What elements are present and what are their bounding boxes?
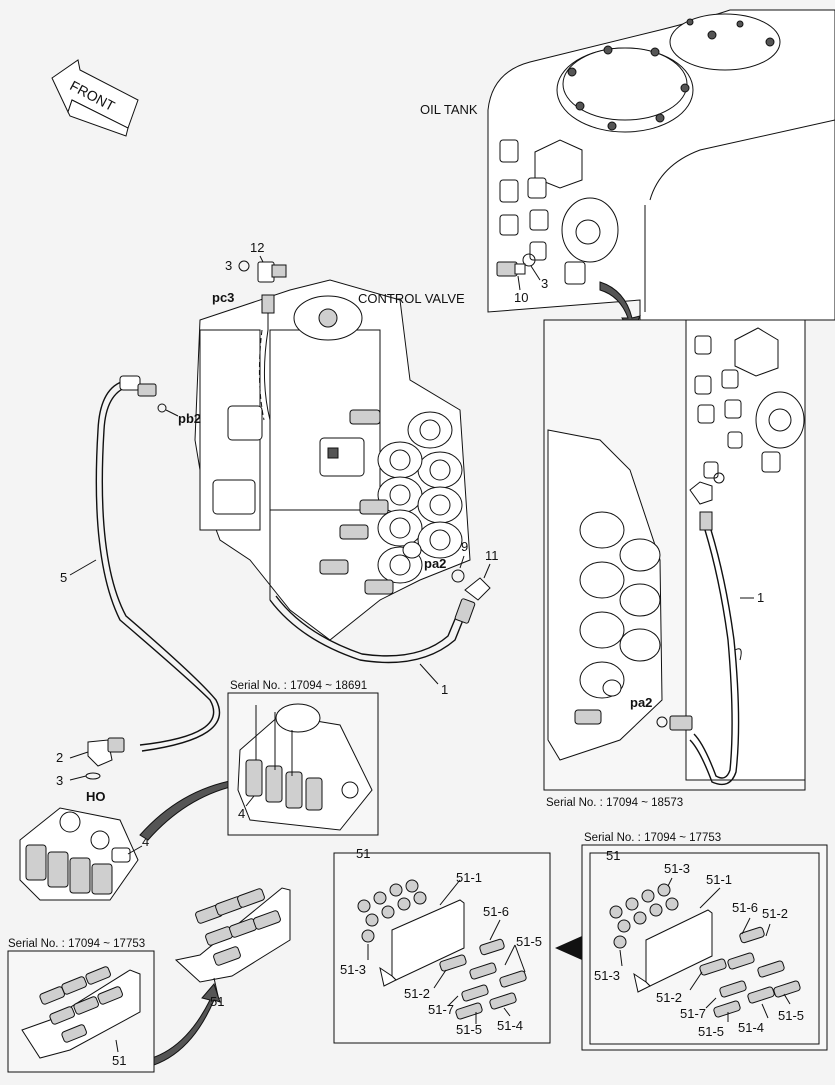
serial-inset-valve: Serial No. : 17094 ~ 18691 <box>230 680 367 692</box>
box-b-label-10: 51-5 <box>778 1008 804 1023</box>
callout-51-middle: 51 <box>210 994 224 1009</box>
valve-spools <box>377 411 463 584</box>
box-a-label-6: 51-7 <box>428 1002 454 1017</box>
port-pb2: pb2 <box>178 411 201 426</box>
callout-1-inset: 1 <box>757 590 764 605</box>
control-valve-label: CONTROL VALVE <box>358 291 465 306</box>
elbow-2: 2 3 HO <box>56 737 125 804</box>
box-a-label-1: 51-1 <box>456 870 482 885</box>
box-b-label-8: 51-5 <box>698 1024 724 1039</box>
oil-tank: OIL TANK <box>420 9 835 321</box>
box-b-label-9: 51-4 <box>738 1020 764 1035</box>
port-pa2-main: pa2 <box>424 556 446 571</box>
callout-4-main: 4 <box>142 834 149 849</box>
callout-4-inset: 4 <box>238 806 245 821</box>
control-valve: CONTROL VALVE pa2 <box>194 279 471 641</box>
box-b-label-5: 51-3 <box>594 968 620 983</box>
callout-3-top: 3 <box>225 258 232 273</box>
callout-2: 2 <box>56 750 63 765</box>
box-a-label-7: 51-5 <box>456 1022 482 1037</box>
box-b-nuts <box>609 883 679 949</box>
front-arrow: FRONT <box>51 59 139 137</box>
tank-fitting: 10 3 <box>496 253 548 305</box>
callout-9: 9 <box>461 539 468 554</box>
box-b-label-7: 51-7 <box>680 1006 706 1021</box>
callout-3-bottom: 3 <box>56 773 63 788</box>
box-b-manifold-51: Serial No. : 17094 ~ 17753 51 <box>581 832 828 1051</box>
box-a-label-5: 51-2 <box>404 986 430 1001</box>
box-a-label-3: 51-5 <box>516 934 542 949</box>
box-b-label-1: 51-3 <box>664 861 690 876</box>
box-b-label-2: 51-1 <box>706 872 732 887</box>
callout-51-left: 51 <box>112 1053 126 1068</box>
inset-valve-serial-18691: Serial No. : 17094 ~ 18691 4 <box>227 680 379 836</box>
box-a-manifold-51: 51 51-1 51-6 51-5 51-3 <box>333 846 551 1044</box>
box-a-nuts <box>357 879 427 943</box>
box-b-label-3: 51-6 <box>732 900 758 915</box>
inset-left-serial-17753: Serial No. : 17094 ~ 17753 51 <box>7 938 155 1073</box>
callout-5: 5 <box>60 570 67 585</box>
callout-12: 12 <box>250 240 264 255</box>
hose-5: pb2 5 <box>60 375 221 752</box>
solenoid-valve-4: 4 <box>19 807 149 901</box>
callout-10: 10 <box>514 290 528 305</box>
box-b-fittings <box>699 926 801 1018</box>
serial-inset-tank: Serial No. : 17094 ~ 18573 <box>546 797 683 809</box>
box-a-label-4: 51-3 <box>340 962 366 977</box>
callout-3-tank: 3 <box>541 276 548 291</box>
box-b-label-6: 51-2 <box>656 990 682 1005</box>
oil-tank-label: OIL TANK <box>420 102 478 117</box>
box-a-label-2: 51-6 <box>483 904 509 919</box>
box-b-label-4: 51-2 <box>762 906 788 921</box>
callout-1-main: 1 <box>441 682 448 697</box>
hose-1-main: 9 11 1 <box>269 539 499 697</box>
port-ho: HO <box>86 789 106 804</box>
serial-inset-left: Serial No. : 17094 ~ 17753 <box>8 938 145 950</box>
fitting-12: 12 3 pc3 <box>212 240 287 600</box>
callout-11: 11 <box>485 548 499 563</box>
box-a-fittings <box>439 938 527 1020</box>
manifold-51-middle: 51 <box>174 887 291 1009</box>
callout-51-box-a: 51 <box>356 846 370 861</box>
port-pc3: pc3 <box>212 290 234 305</box>
callout-51-box-b: 51 <box>606 848 620 863</box>
inset-tank-serial-18573: 1 pa2 Serial No. : 17094 ~ 18573 <box>543 319 806 809</box>
box-a-label-8: 51-4 <box>497 1018 523 1033</box>
port-pa2-inset: pa2 <box>630 695 652 710</box>
serial-box-b: Serial No. : 17094 ~ 17753 <box>584 832 721 844</box>
